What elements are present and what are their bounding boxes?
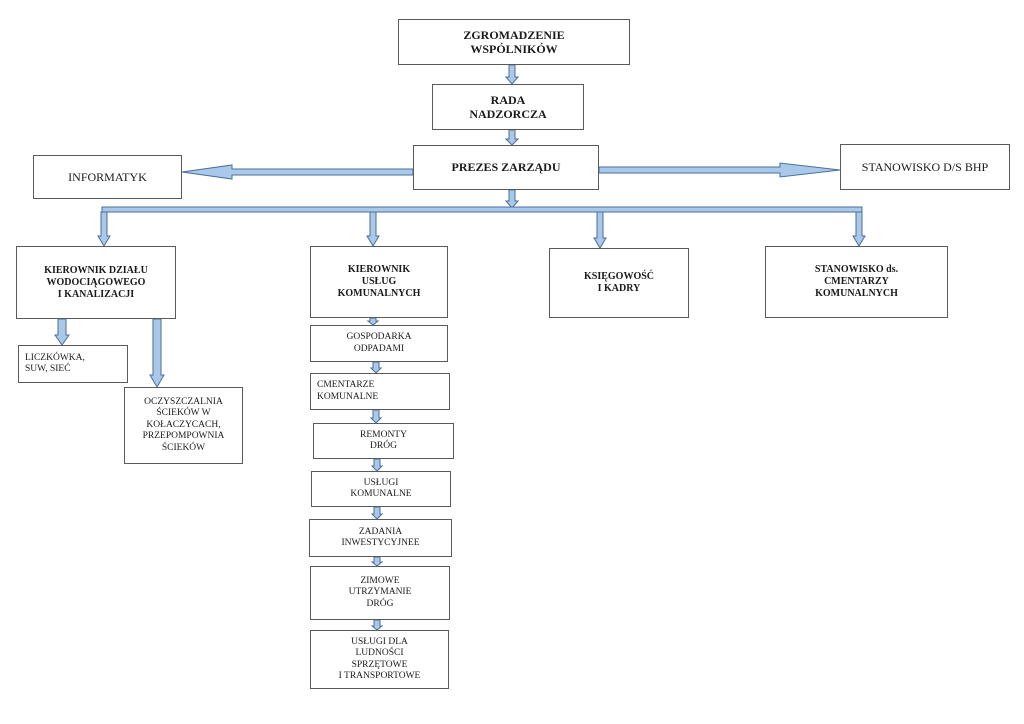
arrow-wod-oczyszczalnia — [149, 318, 165, 388]
node-zimowe-utrzymanie: ZIMOWE UTRZYMANIE DRÓG — [310, 566, 450, 620]
arrow-bus-kierownik-uslug — [366, 211, 380, 247]
arrow-prezes-bus — [504, 189, 520, 209]
arrow-chain-1 — [366, 317, 380, 326]
arrow-zgromadzenie-rada — [504, 64, 520, 85]
arrow-chain-6 — [370, 556, 384, 567]
arrow-chain-3 — [369, 409, 383, 424]
node-uslugi-dla-ludnosci: USŁUGI DLA LUDNOŚCI SPRZĘTOWE I TRANSPOR… — [310, 630, 449, 689]
node-liczkowka: LICZKÓWKA, SUW, SIEĆ — [18, 345, 128, 383]
node-informatyk: INFORMATYK — [33, 155, 182, 199]
node-gospodarka-odpadami: GOSPODARKA ODPADAMI — [310, 325, 448, 362]
node-prezes-zarzadu: PREZES ZARZĄDU — [413, 145, 599, 190]
arrow-chain-4 — [370, 458, 384, 472]
arrow-wod-liczkowka — [54, 318, 70, 346]
node-zadania-inwestycyjne: ZADANIA INWESTYCYJNEE — [309, 519, 452, 557]
node-stanowisko-cmentarzy: STANOWISKO ds. CMENTARZY KOMUNALNYCH — [765, 246, 948, 318]
distribution-bus — [101, 206, 863, 213]
arrow-prezes-bhp — [598, 162, 841, 178]
arrow-bus-ksiegowosc — [593, 211, 607, 249]
node-kierownik-uslug: KIEROWNIK USŁUG KOMUNALNYCH — [310, 246, 448, 318]
arrow-bus-cmentarze-stan — [852, 211, 866, 247]
node-kierownik-wodociagowego: KIEROWNIK DZIAŁU WODOCIĄGOWEGO I KANALIZ… — [16, 246, 176, 319]
node-stanowisko-bhp: STANOWISKO D/S BHP — [840, 144, 1010, 190]
node-zgromadzenie-wspolnikow: ZGROMADZENIE WSPÓLNIKÓW — [398, 19, 630, 65]
node-oczyszczalnia: OCZYSZCZALNIA ŚCIEKÓW W KOŁACZYCACH, PRZ… — [124, 387, 243, 464]
arrow-chain-2 — [369, 361, 383, 374]
node-ksiegowosc-kadry: KSIĘGOWOŚĆ I KADRY — [549, 248, 689, 318]
arrow-chain-7 — [370, 619, 384, 631]
node-cmentarze-komunalne: CMENTARZE KOMUNALNE — [310, 373, 450, 410]
arrow-rada-prezes — [504, 129, 520, 146]
node-uslugi-komunalne: USŁUGI KOMUNALNE — [311, 471, 451, 507]
arrow-prezes-informatyk — [181, 164, 414, 180]
arrow-bus-kierownik-wod — [97, 211, 111, 247]
node-rada-nadzorcza: RADA NADZORCZA — [432, 84, 584, 130]
arrow-chain-5 — [370, 506, 384, 520]
node-remonty-drog: REMONTY DRÓG — [313, 423, 454, 459]
